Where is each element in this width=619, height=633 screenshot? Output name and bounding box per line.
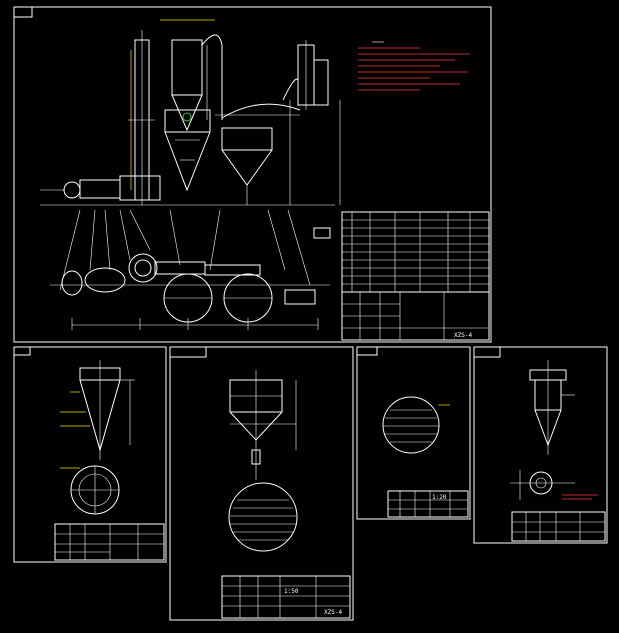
- plate-sheet: 1:50 XZS-4: [169, 346, 354, 621]
- main-sheet-border: [13, 6, 492, 343]
- right-tower: [282, 40, 329, 110]
- perforated-plate-circle: [228, 482, 298, 552]
- note-tag: [313, 227, 331, 239]
- main-sheet-corner-tag: [13, 6, 33, 18]
- left-fan-assembly: [40, 175, 161, 201]
- small-cyclone-title-block: [511, 511, 606, 542]
- plate-sheet-border: [169, 346, 354, 621]
- cyclone-sheet: [13, 346, 167, 563]
- small-cyclone-sheet-border: [473, 346, 608, 544]
- main-sheet: XZS-4: [13, 6, 492, 343]
- disc-sheet-border: [356, 346, 471, 520]
- cyclone-title-block: [54, 523, 165, 561]
- technical-notes: [358, 41, 470, 91]
- small-cyclone-sheet: [473, 346, 608, 544]
- main-drawing-number: XZS-4: [454, 332, 472, 339]
- plan-view: [50, 253, 330, 330]
- disc-title-block: 1:20: [387, 490, 469, 518]
- cone-separator: [164, 109, 211, 192]
- right-hopper: [215, 103, 301, 205]
- parts-list-table: [341, 211, 490, 293]
- plate-drawing-number: XZS-4: [324, 609, 342, 616]
- disc-holes: [383, 409, 439, 443]
- disc-sheet: 1:20: [356, 346, 471, 520]
- disc-scale: 1:20: [432, 494, 447, 501]
- perforation-holes: [230, 499, 296, 541]
- plate-scale: 1:50: [284, 588, 299, 595]
- main-title-block: XZS-4: [341, 291, 490, 341]
- item-leaders: [59, 209, 311, 291]
- plate-title-block: 1:50 XZS-4: [221, 575, 351, 619]
- disc-circle: [382, 396, 440, 454]
- bucket-elevator: [128, 30, 155, 205]
- cyclone-sheet-border: [13, 346, 167, 563]
- main-cyclone: [160, 19, 223, 132]
